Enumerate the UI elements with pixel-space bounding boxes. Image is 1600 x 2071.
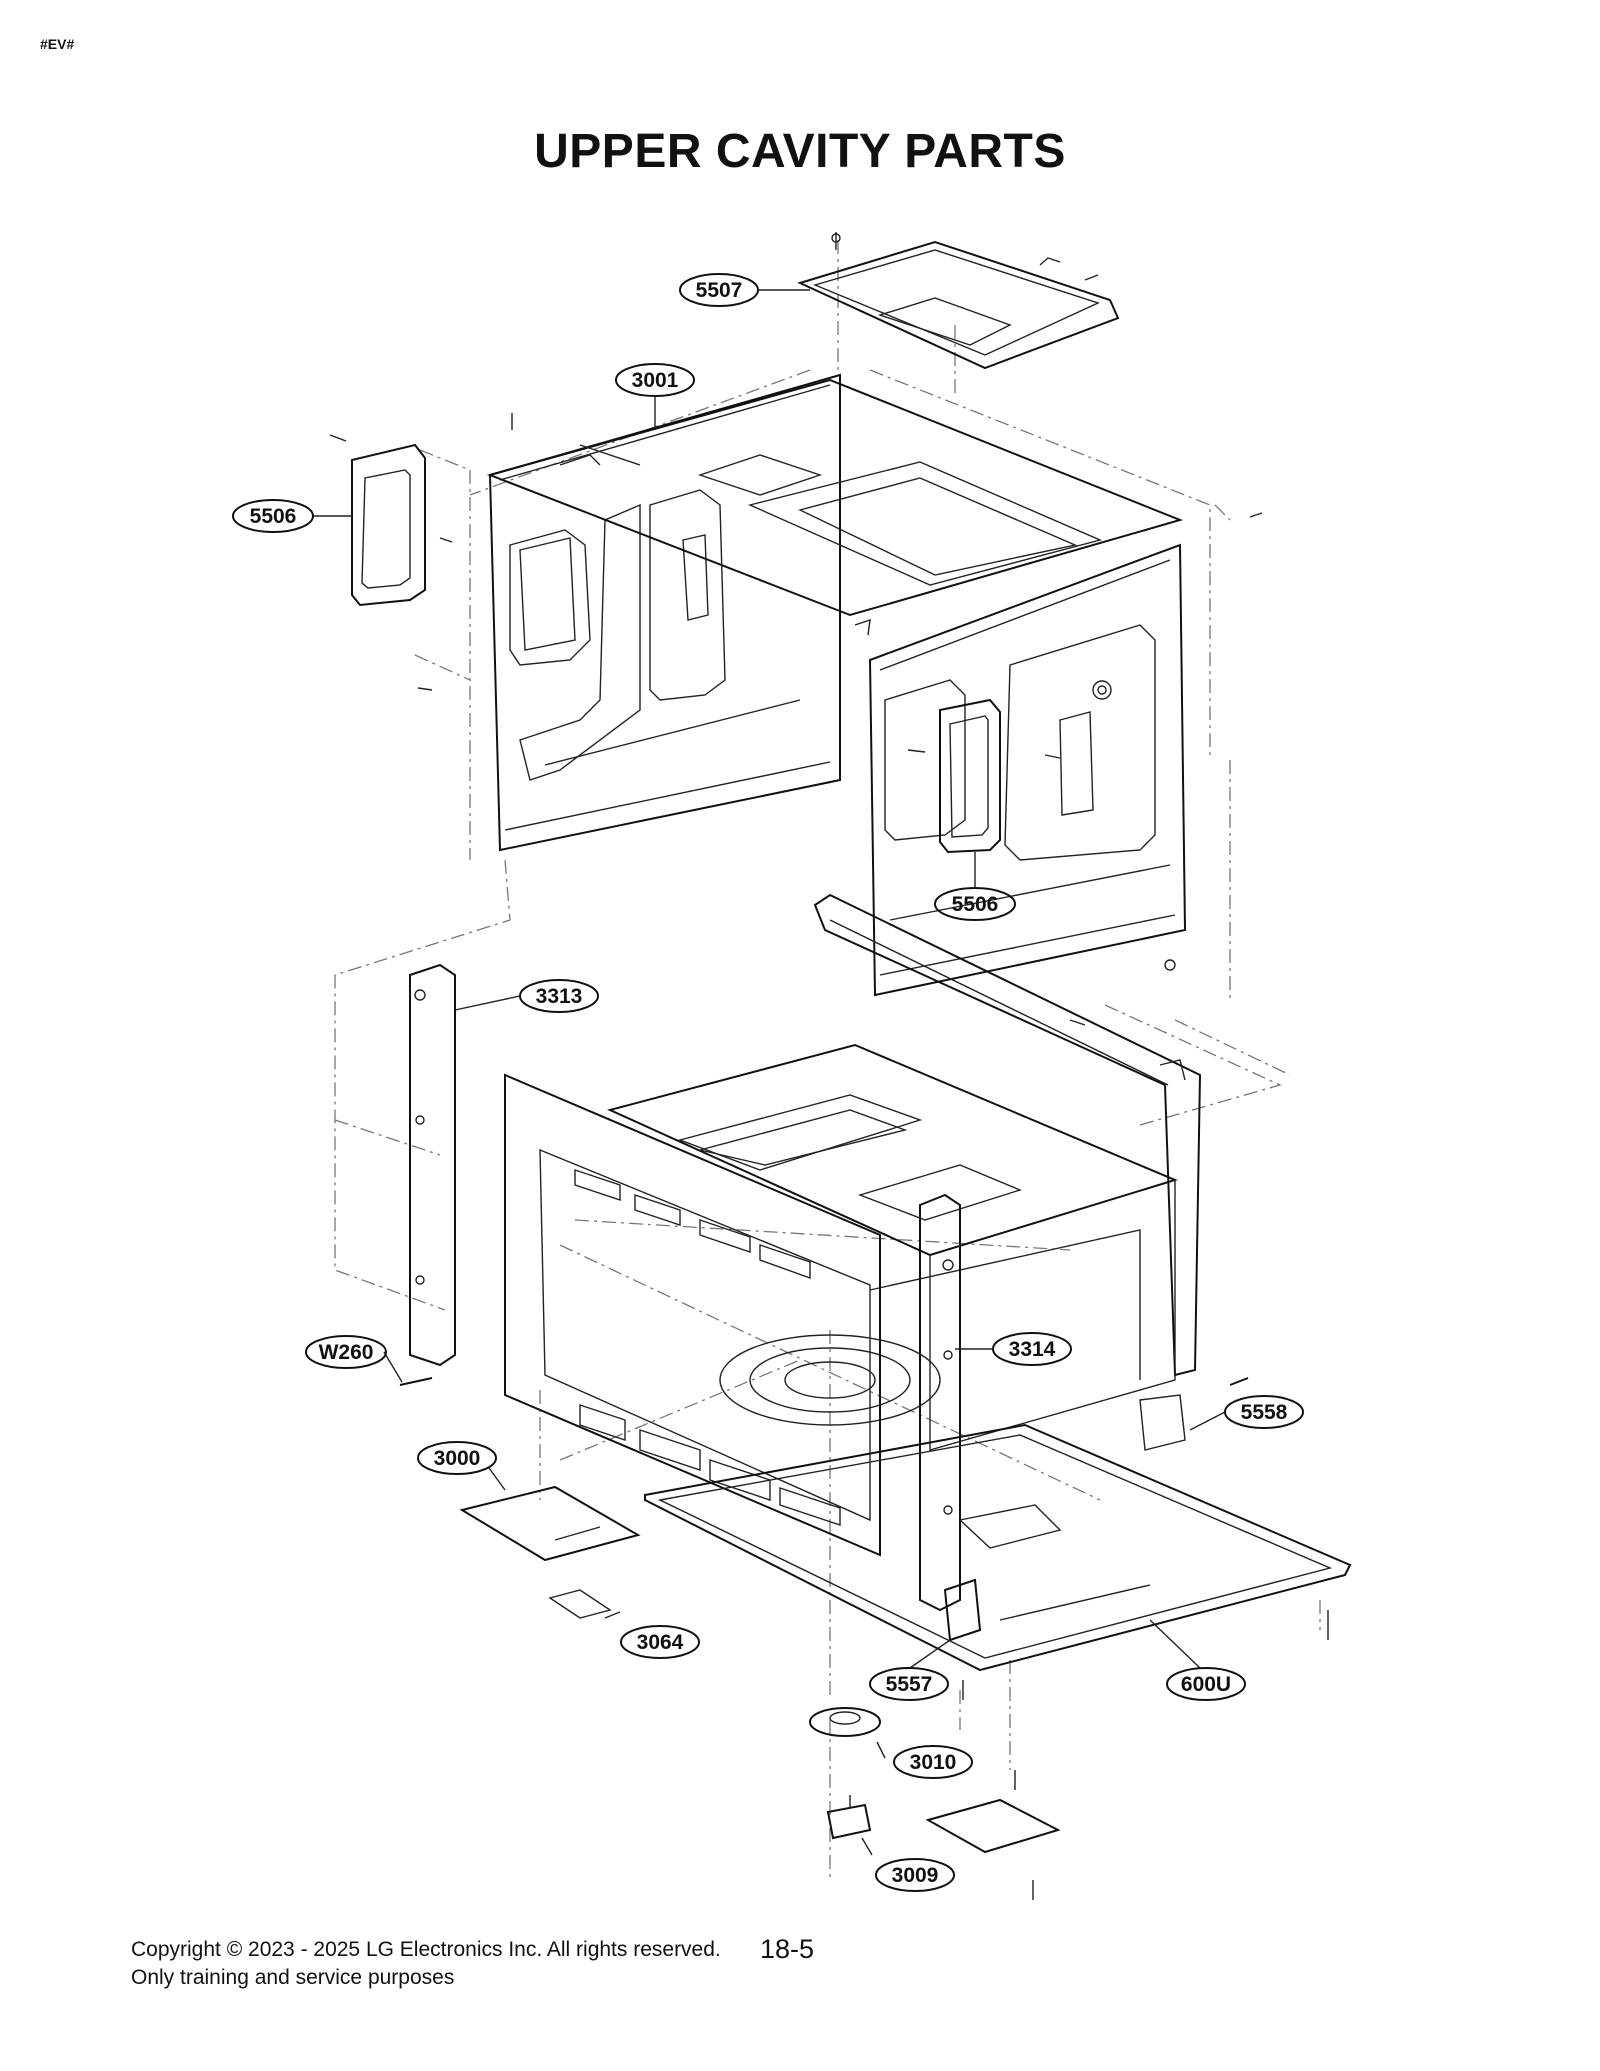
callout-label: 5558: [1241, 1401, 1288, 1424]
callout-3064: 3064: [620, 1625, 700, 1659]
callout-label: 3009: [892, 1864, 939, 1887]
callout-label: 5507: [696, 279, 743, 302]
callout-3001: 3001: [615, 363, 695, 397]
outer-case-right-panel: [854, 543, 1187, 997]
vent-gasket-right: [511, 413, 1263, 854]
screw-5558: [1229, 1377, 1249, 1386]
callout-label: 5506: [952, 893, 999, 916]
copyright-text: Copyright © 2023 - 2025 LG Electronics I…: [131, 1938, 721, 1961]
callout-3313: 3313: [519, 979, 599, 1013]
callout-3009: 3009: [875, 1858, 955, 1892]
base-plate: [644, 1423, 1352, 1700]
callout-5558: 5558: [1224, 1395, 1304, 1429]
page-title: UPPER CAVITY PARTS: [534, 125, 1066, 178]
callout-5557: 5557: [869, 1667, 949, 1701]
callout-label: 3064: [637, 1631, 684, 1654]
callout-5506-right: 5506: [934, 887, 1016, 921]
document-tag: #EV#: [40, 36, 75, 52]
callout-label: 3000: [434, 1447, 481, 1470]
cavity-back-frame: [813, 893, 1202, 1451]
turntable-motor-3009: [826, 1795, 872, 1840]
callout-3314: 3314: [992, 1332, 1072, 1366]
callout-label: 3001: [632, 369, 679, 392]
outer-case-left-panel: [488, 373, 841, 852]
callout-label: 5506: [250, 505, 297, 528]
leader-lines: [313, 289, 1226, 1856]
outer-case-top: [486, 378, 1184, 617]
callout-5506-left: 5506: [232, 499, 314, 533]
callout-W260: W260: [305, 1335, 387, 1369]
insulation-sheet-3064: [548, 1589, 612, 1619]
side-trim-right: [919, 1193, 961, 1612]
usage-note: Only training and service purposes: [131, 1966, 455, 1989]
callout-3000: 3000: [417, 1441, 497, 1475]
callout-label: 5557: [886, 1673, 933, 1696]
footer-notice: Copyright © 2023 - 2025 LG Electronics I…: [131, 1936, 721, 1992]
turntable-coupler-3010: [809, 1707, 881, 1737]
top-cover-plate: [797, 232, 1120, 370]
assembly-guide-lines: [334, 240, 1321, 1880]
side-trim-left: [409, 963, 456, 1367]
page-number: 18-5: [760, 1934, 815, 1964]
callout-label: 3314: [1009, 1338, 1056, 1361]
screw-w260: [399, 1377, 433, 1386]
callout-label: 3313: [536, 985, 583, 1008]
stirrer-cover-3000: [459, 1485, 641, 1562]
callout-5507: 5507: [679, 273, 759, 307]
callout-3010: 3010: [893, 1745, 973, 1779]
bracket-5557: [943, 1578, 982, 1642]
cavity-box: [607, 1043, 1178, 1451]
callout-label: 3010: [910, 1751, 957, 1774]
callout-label: W260: [319, 1341, 374, 1364]
cavity-front-frame: [504, 1073, 881, 1557]
callout-label: 600U: [1181, 1673, 1231, 1696]
motor-cover-plate: [925, 1770, 1061, 1900]
vent-gasket-left: [329, 434, 453, 691]
callout-600U: 600U: [1166, 1667, 1246, 1701]
